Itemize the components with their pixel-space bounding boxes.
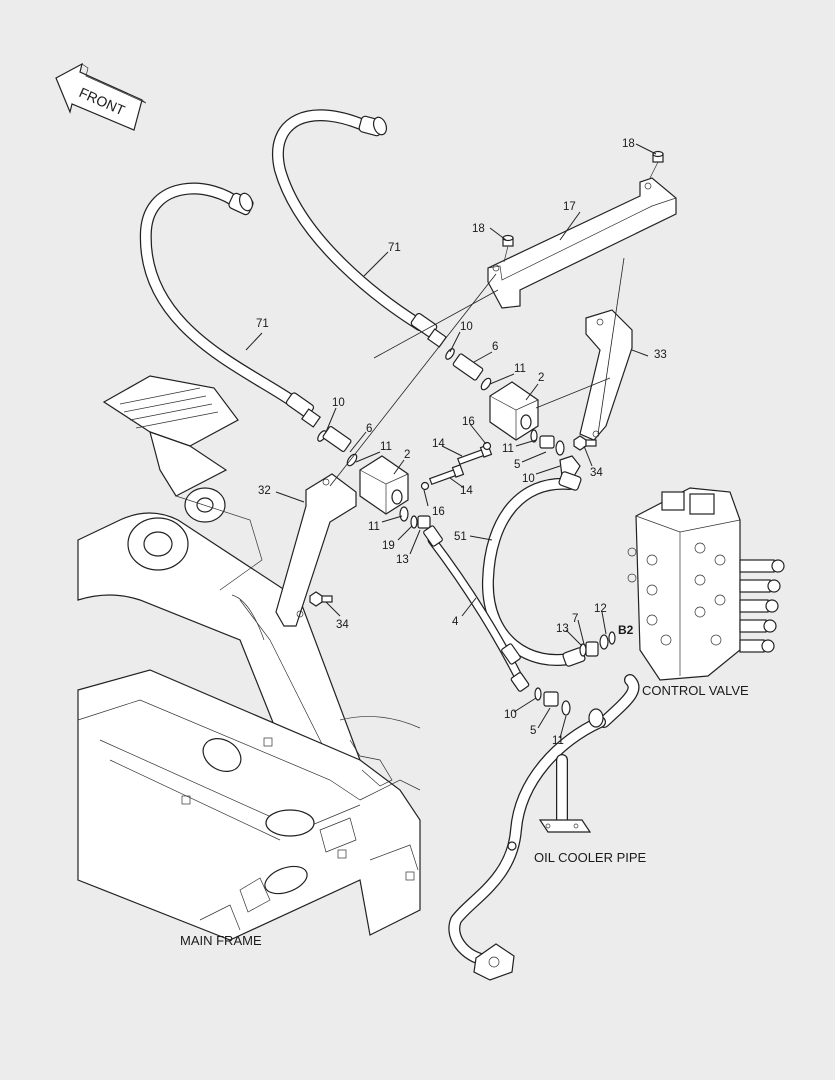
oil-cooler-pipe-drawing [448,674,640,981]
callout-11-lower: 11 [552,735,564,747]
port-label-b2: B2 [618,623,634,637]
bolt-18-right [649,150,664,179]
callout-2-left: 2 [404,449,410,461]
bracket-32 [275,473,357,627]
callout-71-lower: 71 [256,318,269,330]
bracket-33 [579,309,633,441]
callouts: 18 18 17 71 71 10 6 11 2 33 10 6 11 2 16… [256,138,667,747]
callout-6-left: 6 [366,423,372,435]
callout-10-upper-right: 10 [460,321,473,333]
label-control-valve: CONTROL VALVE [642,683,749,698]
callout-19: 19 [382,540,395,552]
leader-lines [245,143,657,739]
callout-32: 32 [258,485,271,497]
callout-11-mid: 11 [502,443,514,455]
callout-13-right: 13 [556,623,569,635]
callout-11-left: 11 [380,441,392,453]
washer-16-upper [482,441,492,451]
callout-12: 12 [594,603,607,615]
callout-14-lower: 14 [460,485,473,497]
bolt-34-left [309,591,333,607]
callout-16-lower: 16 [432,506,445,518]
hose-71-lower [272,109,448,348]
callout-4: 4 [452,616,459,628]
washer-16-lower [420,481,430,491]
callout-17: 17 [563,201,576,213]
control-valve-drawing [627,487,785,681]
callout-34-left: 34 [336,619,349,631]
adapter-stack-lower [534,687,571,716]
callout-14-upper: 14 [432,438,445,450]
callout-11-upper-right: 11 [514,363,526,375]
bracket-17 [487,177,677,309]
bolt-14-lower [428,464,465,486]
adapter-stack-b2 [579,631,616,657]
callout-5-lower: 5 [530,725,536,737]
control-valve-spools [739,559,785,653]
callout-18-left: 18 [472,223,485,235]
callout-6-right: 6 [492,341,498,353]
callout-10-lower: 10 [504,709,517,721]
callout-7: 7 [572,613,578,625]
callout-13-left: 13 [396,554,409,566]
front-arrow: FRONT [55,62,147,131]
adapter-stack-right-block [530,429,581,477]
callout-51: 51 [454,531,467,543]
hose-71-upper [139,182,322,428]
callout-33: 33 [654,349,667,361]
callout-18-right: 18 [622,138,635,150]
adapter-stack-left-block [399,506,431,529]
callout-10-mid: 10 [522,473,535,485]
main-frame-drawing [77,375,421,941]
callout-2-right: 2 [538,372,544,384]
hose-51 [481,471,586,667]
fitting-stack-right [445,348,539,441]
bolt-34-right [573,435,597,451]
callout-11-lower-left: 11 [368,521,380,533]
callout-10-left: 10 [332,397,345,409]
label-oil-cooler-pipe: OIL COOLER PIPE [534,850,647,865]
hose-4 [423,525,530,692]
callout-71-upper: 71 [388,242,401,254]
callout-34-right: 34 [590,467,603,479]
label-main-frame: MAIN FRAME [180,933,262,948]
callout-5-upper: 5 [514,459,520,471]
callout-16-upper: 16 [462,416,475,428]
